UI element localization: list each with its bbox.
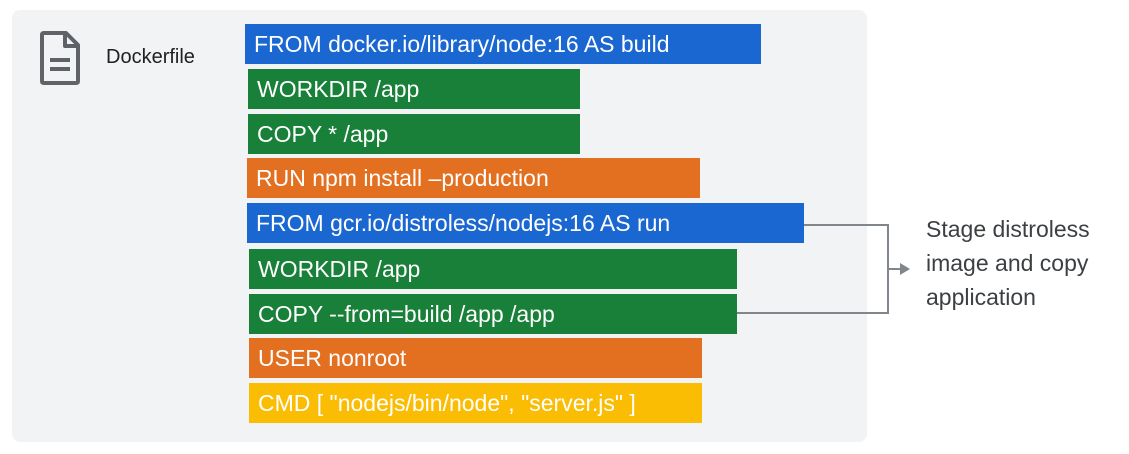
arrow-head-icon — [900, 263, 910, 275]
instruction-from-run: FROM gcr.io/distroless/nodejs:16 AS run — [247, 203, 804, 243]
instruction-workdir-build: WORKDIR /app — [248, 69, 580, 109]
instruction-copy-from-build: COPY --from=build /app /app — [249, 294, 737, 334]
annotation-line-2: image and copy — [926, 250, 1089, 276]
instruction-workdir-run: WORKDIR /app — [249, 249, 737, 289]
instruction-copy-build: COPY * /app — [248, 114, 580, 154]
instruction-cmd: CMD [ "nodejs/bin/node", "server.js" ] — [249, 383, 702, 423]
stage-annotation: Stage distroless image and copy applicat… — [926, 212, 1126, 314]
instruction-run-npm: RUN npm install –production — [247, 158, 700, 198]
file-label: Dockerfile — [106, 46, 195, 68]
instruction-user-nonroot: USER nonroot — [249, 338, 702, 378]
document-icon — [40, 31, 80, 85]
instruction-from-build: FROM docker.io/library/node:16 AS build — [245, 24, 761, 64]
annotation-line-1: Stage distroless — [926, 216, 1090, 242]
annotation-line-3: application — [926, 284, 1036, 310]
